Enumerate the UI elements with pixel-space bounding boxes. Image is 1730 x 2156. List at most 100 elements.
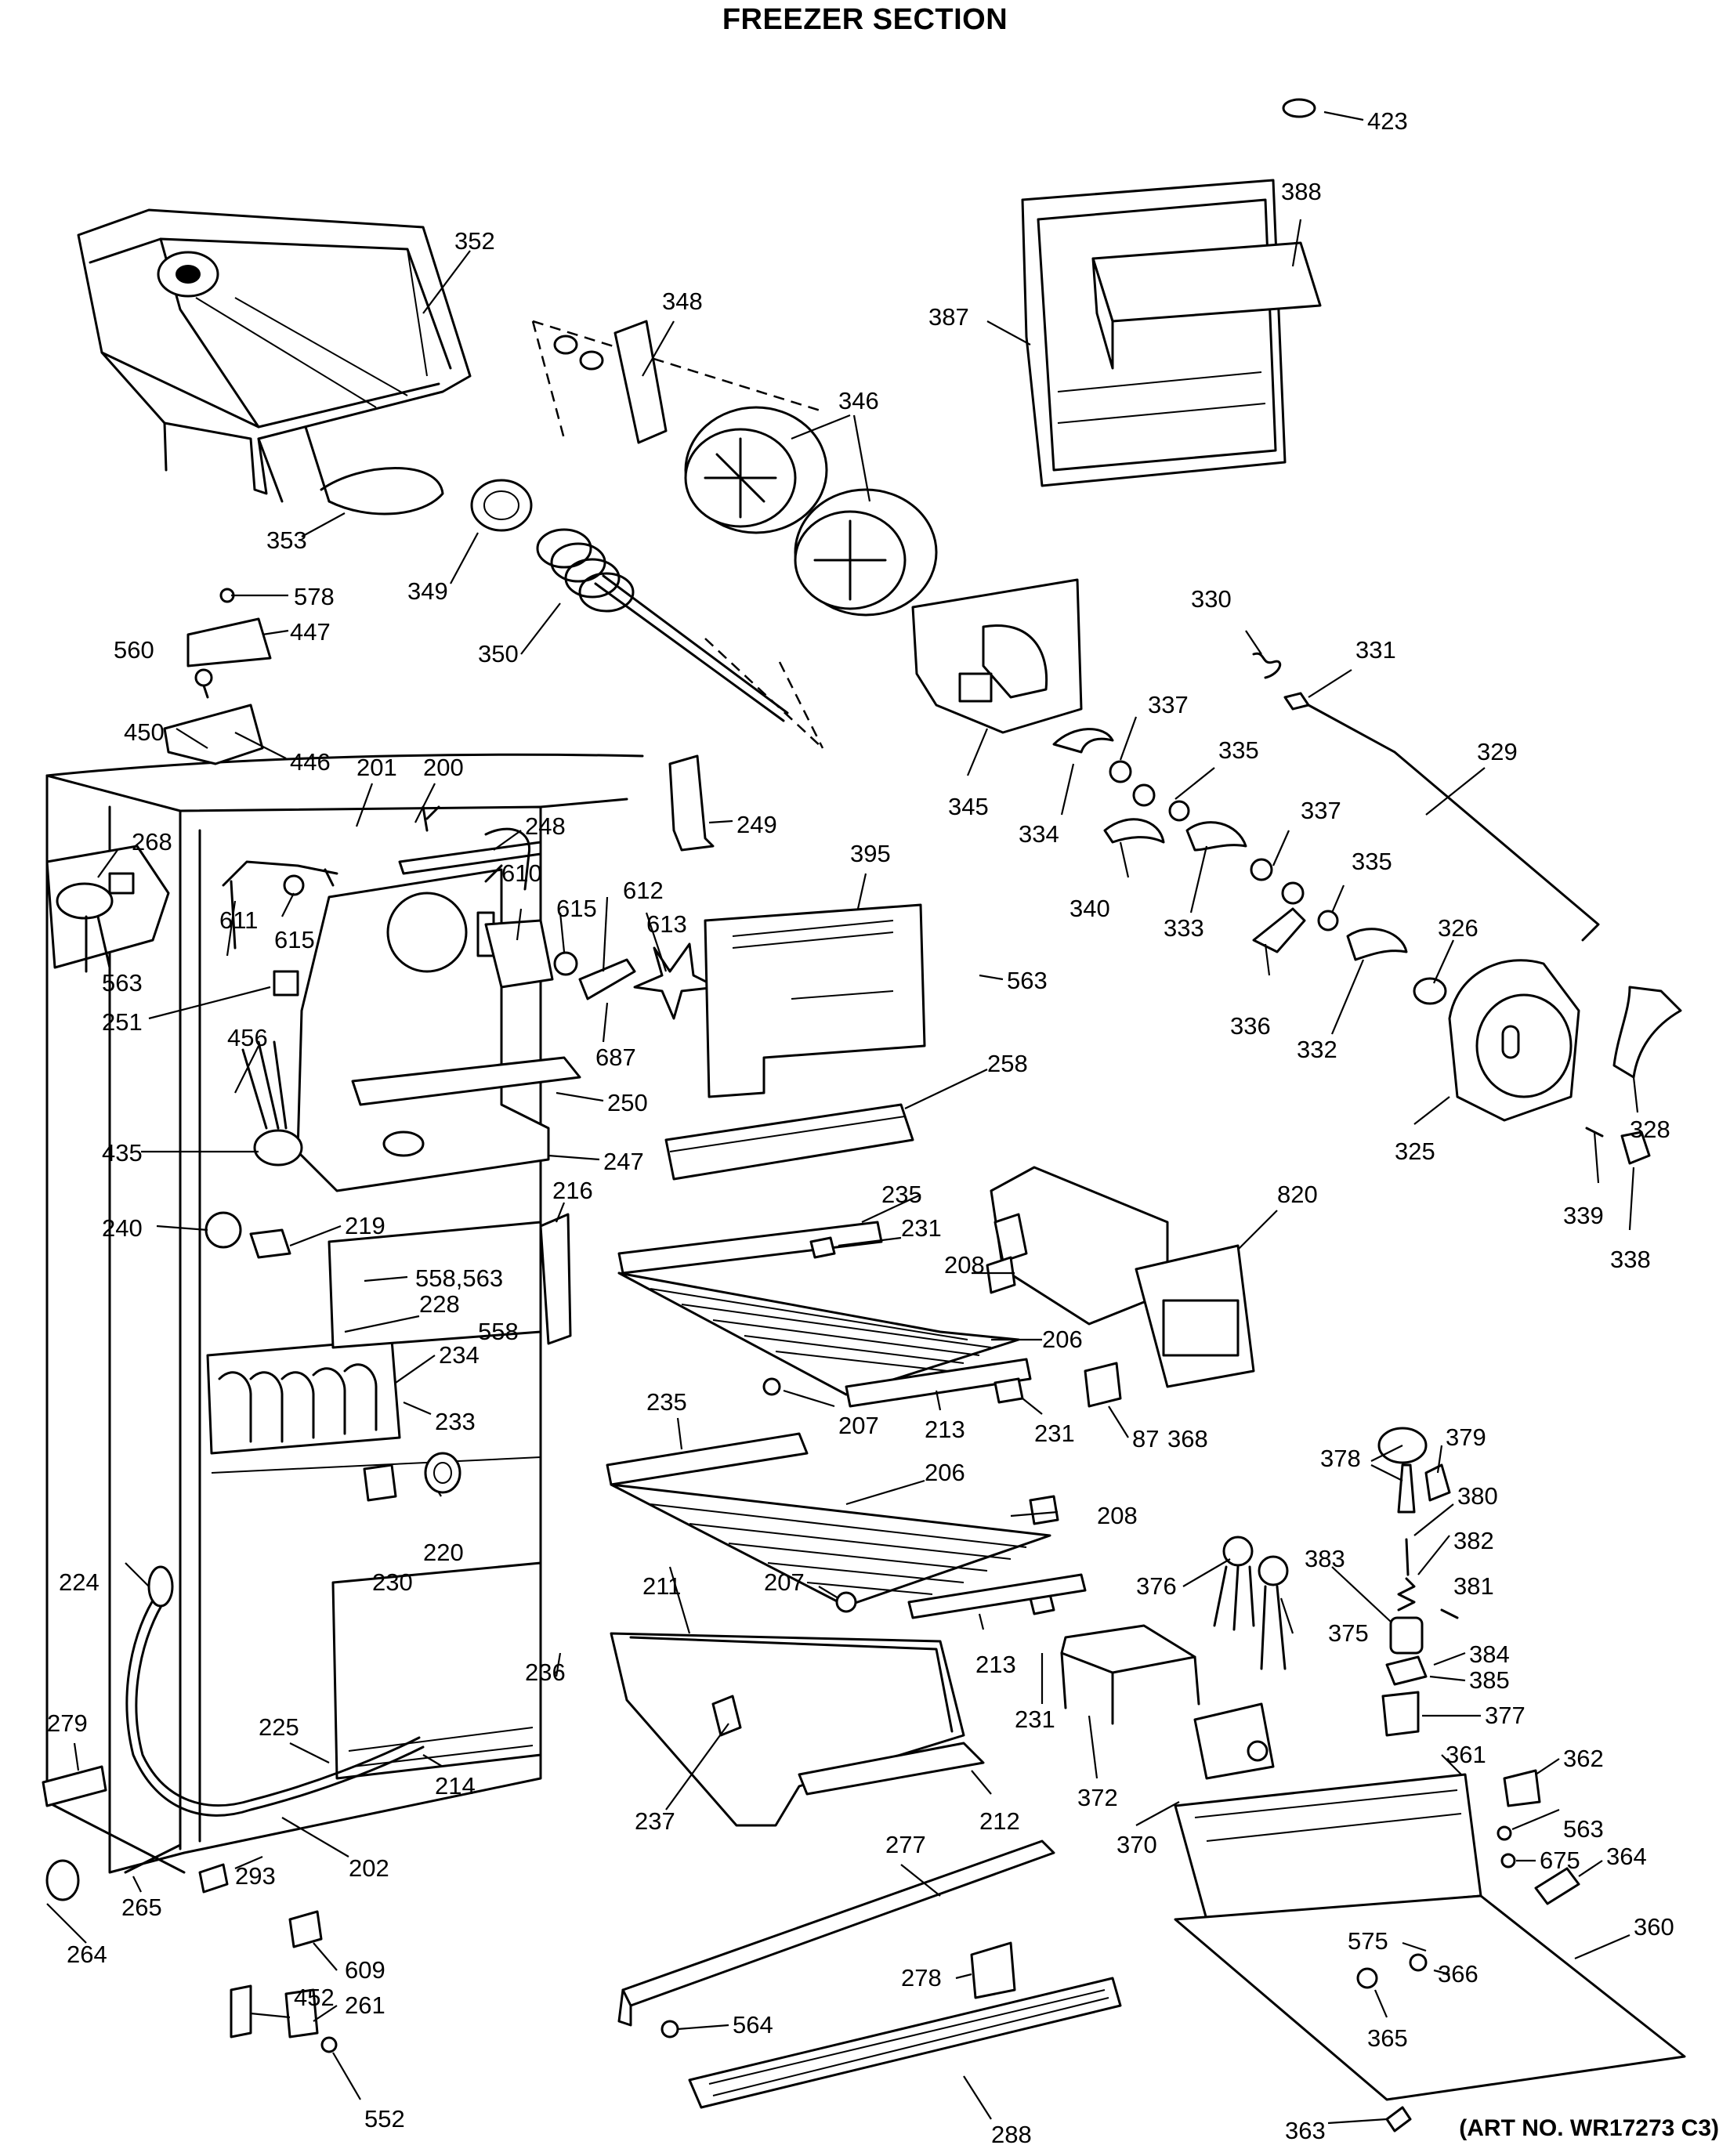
small-fittings bbox=[45, 845, 461, 1502]
label-87: 87 bbox=[1132, 1425, 1159, 1452]
label-379: 379 bbox=[1446, 1423, 1486, 1451]
fan-blade-613 bbox=[633, 942, 718, 1020]
label-370: 370 bbox=[1117, 1831, 1157, 1858]
label-224: 224 bbox=[59, 1568, 100, 1596]
drive-motor-325 bbox=[1413, 959, 1580, 1122]
label-375: 375 bbox=[1328, 1619, 1369, 1647]
label-231c: 231 bbox=[1015, 1706, 1055, 1733]
rail-258 bbox=[664, 1103, 914, 1181]
label-228: 228 bbox=[419, 1290, 460, 1318]
label-563a: 563 bbox=[102, 969, 143, 997]
ice-bucket-352 bbox=[77, 208, 472, 503]
label-353: 353 bbox=[266, 526, 307, 554]
label-235a: 235 bbox=[881, 1181, 922, 1208]
label-213a: 213 bbox=[925, 1416, 965, 1443]
alignment-dashes bbox=[531, 320, 824, 749]
auger-drums-346 bbox=[684, 406, 938, 617]
label-207b: 207 bbox=[764, 1568, 805, 1596]
label-563c: 563 bbox=[1563, 1815, 1604, 1843]
label-349: 349 bbox=[407, 577, 448, 605]
damper-control-stack bbox=[1377, 1427, 1459, 1737]
shelf-clips bbox=[809, 1236, 1059, 1615]
label-388: 388 bbox=[1281, 178, 1322, 205]
label-423: 423 bbox=[1367, 107, 1408, 135]
label-337b: 337 bbox=[1301, 797, 1341, 824]
damper-370 bbox=[1193, 1702, 1275, 1780]
label-261: 261 bbox=[345, 1991, 385, 2019]
label-387: 387 bbox=[928, 303, 969, 331]
label-216: 216 bbox=[552, 1177, 593, 1204]
icemaker-820 bbox=[990, 1166, 1255, 1408]
label-213b: 213 bbox=[975, 1651, 1016, 1678]
label-219: 219 bbox=[345, 1212, 385, 1239]
label-552: 552 bbox=[364, 2105, 405, 2132]
label-206b: 206 bbox=[925, 1459, 965, 1486]
label-360: 360 bbox=[1634, 1913, 1674, 1941]
label-563b: 563 bbox=[1007, 967, 1048, 994]
lever-chain bbox=[1052, 728, 1408, 961]
label-575: 575 bbox=[1348, 1927, 1388, 1955]
label-363: 363 bbox=[1285, 2117, 1326, 2144]
label-378: 378 bbox=[1320, 1445, 1361, 1472]
label-336: 336 bbox=[1230, 1012, 1271, 1040]
label-329: 329 bbox=[1477, 738, 1518, 765]
label-208a: 208 bbox=[944, 1251, 985, 1279]
toe-grille-assembly bbox=[617, 1839, 1122, 2109]
label-334: 334 bbox=[1019, 820, 1059, 848]
hinge-hardware bbox=[163, 588, 272, 765]
label-337a: 337 bbox=[1148, 691, 1189, 718]
label-338: 338 bbox=[1610, 1246, 1651, 1273]
label-578: 578 bbox=[294, 583, 335, 610]
duct-cover-247 bbox=[296, 864, 581, 1192]
clip-249 bbox=[422, 754, 715, 852]
label-264: 264 bbox=[67, 1941, 107, 1968]
label-339: 339 bbox=[1563, 1202, 1604, 1229]
label-610: 610 bbox=[501, 859, 542, 887]
label-609: 609 bbox=[345, 1956, 385, 1984]
label-372: 372 bbox=[1077, 1784, 1118, 1811]
label-365: 365 bbox=[1367, 2024, 1408, 2052]
label-615a: 615 bbox=[556, 895, 597, 922]
label-450: 450 bbox=[124, 718, 165, 746]
label-348: 348 bbox=[662, 288, 703, 315]
label-612: 612 bbox=[623, 877, 664, 904]
evap-cover-395 bbox=[704, 903, 926, 1098]
label-230: 230 bbox=[372, 1568, 413, 1596]
label-385: 385 bbox=[1469, 1666, 1510, 1694]
label-330: 330 bbox=[1191, 585, 1232, 613]
label-258: 258 bbox=[987, 1050, 1028, 1077]
label-231a: 231 bbox=[901, 1214, 942, 1242]
art-number: (ART NO. WR17273 C3) bbox=[1459, 2115, 1719, 2141]
label-350: 350 bbox=[478, 640, 519, 667]
panel-fasteners bbox=[1385, 1769, 1580, 2132]
label-368: 368 bbox=[1167, 1425, 1208, 1452]
label-564: 564 bbox=[733, 2011, 773, 2038]
label-277: 277 bbox=[885, 1831, 926, 1858]
label-207a: 207 bbox=[838, 1412, 879, 1439]
label-395: 395 bbox=[850, 840, 891, 867]
motor-plate-345 bbox=[911, 578, 1083, 734]
bracket-612 bbox=[578, 958, 636, 1000]
label-247: 247 bbox=[603, 1148, 644, 1175]
fan-motor-610 bbox=[283, 827, 578, 989]
label-201: 201 bbox=[356, 754, 397, 781]
plug-423 bbox=[1282, 98, 1316, 118]
label-326: 326 bbox=[1438, 914, 1478, 942]
label-279: 279 bbox=[47, 1709, 88, 1737]
label-233: 233 bbox=[435, 1408, 476, 1435]
label-333: 333 bbox=[1164, 914, 1204, 942]
label-820: 820 bbox=[1277, 1181, 1318, 1208]
evaporator-coil bbox=[206, 1221, 542, 1780]
diagram-title: FREEZER SECTION bbox=[722, 3, 1008, 36]
label-202: 202 bbox=[349, 1854, 389, 1882]
label-615b: 615 bbox=[274, 926, 315, 953]
label-447: 447 bbox=[290, 618, 331, 646]
label-325: 325 bbox=[1395, 1138, 1435, 1165]
label-380: 380 bbox=[1457, 1482, 1498, 1510]
label-366: 366 bbox=[1438, 1960, 1478, 1988]
label-236: 236 bbox=[525, 1659, 566, 1686]
label-293: 293 bbox=[235, 1862, 276, 1890]
label-335a: 335 bbox=[1218, 736, 1259, 764]
label-456: 456 bbox=[227, 1024, 268, 1051]
